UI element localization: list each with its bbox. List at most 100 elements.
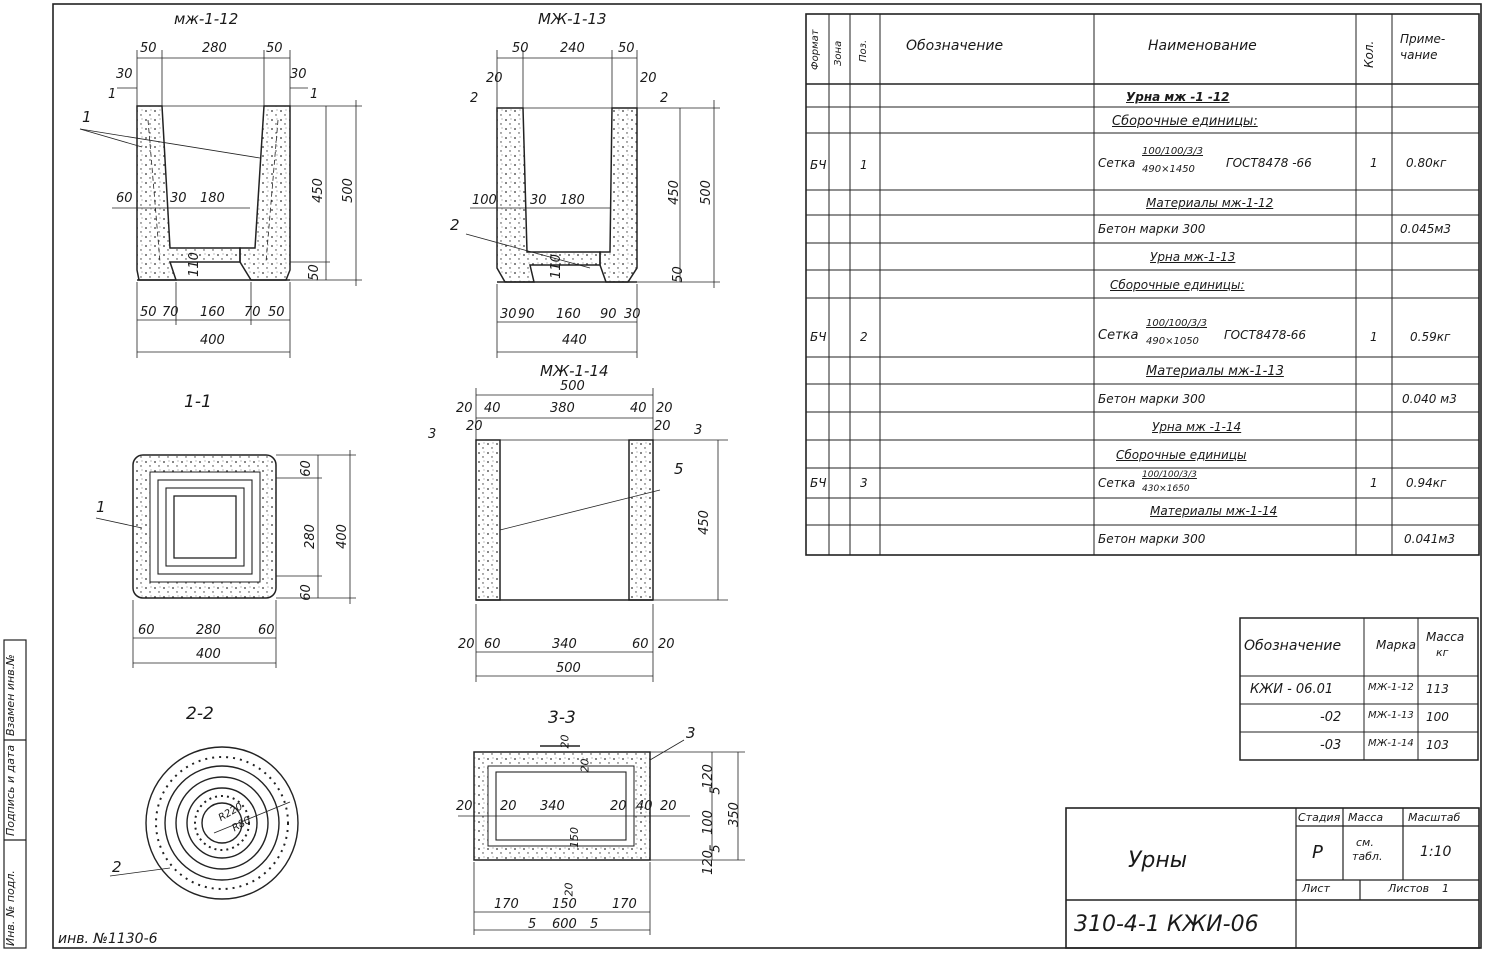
dimension: 340	[552, 637, 577, 652]
dimension: 400	[334, 524, 350, 549]
side-label: Инв. № подл.	[4, 870, 17, 946]
spec-row-note: 0.040 м3	[1402, 392, 1457, 406]
header-designation: Обозначение	[906, 38, 1004, 54]
mass-value-2: табл.	[1352, 850, 1383, 863]
spec-row-note: 0.041м3	[1404, 532, 1456, 546]
dimension: 40	[484, 401, 501, 416]
dimension: 30	[290, 67, 307, 82]
dimension: 160	[556, 307, 581, 322]
stage-value: Р	[1312, 842, 1323, 863]
mini-header-mark: Марка	[1376, 638, 1416, 652]
dimension: 60	[298, 584, 314, 601]
dimension: 20	[466, 419, 483, 434]
sheets-value: 1	[1442, 882, 1449, 895]
dimension: 340	[540, 799, 565, 814]
spec-row-name: Сетка	[1098, 156, 1136, 170]
dimension: 600	[552, 917, 577, 932]
header-note: Приме-чание	[1400, 32, 1446, 62]
spec-row-format: БЧ	[810, 158, 827, 172]
dimension: 500	[698, 180, 714, 205]
dimension: 170	[494, 897, 519, 912]
title-block: Урны Стадия Масса Масштаб Р см. табл. 1:…	[1066, 808, 1478, 948]
view-title: МЖ-1-13	[538, 10, 607, 28]
dimension: 280	[196, 623, 221, 638]
dimension: 50	[140, 41, 157, 56]
dimension: 5	[708, 844, 724, 853]
dimension: 450	[666, 180, 682, 205]
header-pos: Поз.	[858, 39, 869, 62]
spec-row-qty: 1	[1370, 330, 1378, 344]
dimension: 50	[140, 305, 157, 320]
dimension: 20	[660, 799, 677, 814]
spec-row-frac-bot: 490×1050	[1146, 336, 1199, 347]
mini-header-designation: Обозначение	[1244, 638, 1342, 654]
dimension: 280	[202, 41, 227, 56]
dimension: 180	[200, 191, 225, 206]
dimension: 70	[244, 305, 261, 320]
dimension: 20	[610, 799, 627, 814]
dimension: 30	[116, 67, 133, 82]
dimension: 20	[456, 401, 473, 416]
mini-row-mass: 100	[1426, 710, 1449, 724]
spec-row-name: Сетка	[1098, 328, 1139, 343]
header-zone: Зона	[833, 40, 844, 66]
dimension: 40	[630, 401, 647, 416]
spec-row-note: 0.80кг	[1406, 156, 1447, 170]
section-mark: 3	[428, 427, 437, 442]
mini-row-mass: 103	[1426, 738, 1449, 752]
spec-row-name: Бетон марки 300	[1098, 222, 1206, 236]
dimension: 60	[116, 191, 133, 206]
mini-header-unit: кг	[1436, 646, 1449, 659]
dimension: 20	[486, 71, 503, 86]
dimension: 440	[562, 333, 587, 348]
dimension: 20	[456, 799, 473, 814]
dimension: 450	[310, 178, 326, 203]
inventory-number: инв. №1130-6	[58, 931, 158, 947]
spec-row-note: 0.045м3	[1400, 222, 1452, 236]
dimension: 20	[578, 758, 592, 773]
callout: 2	[450, 216, 460, 234]
dimension: 40	[636, 799, 653, 814]
side-strip: Инв. № подл. Подпись и дата Взамен инв.№	[0, 640, 22, 948]
dimension: 20	[656, 401, 673, 416]
dimension: 70	[162, 305, 179, 320]
mini-row-designation: КЖИ - 06.01	[1250, 682, 1334, 697]
dimension: 170	[612, 897, 637, 912]
mass-header: Масса	[1348, 811, 1384, 824]
dimension: 60	[484, 637, 501, 652]
dimension: 110	[548, 254, 564, 279]
spec-row-name: Бетон марки 300	[1098, 392, 1206, 406]
dimension: 50	[670, 266, 686, 283]
dimension: 180	[560, 193, 585, 208]
spec-row-pos: 3	[860, 476, 868, 490]
spec-row-frac-top: 100/100/3/3	[1146, 318, 1208, 329]
dimension: 20	[558, 734, 572, 749]
specification-table: Формат Зона Поз. Обозначение Наименовани…	[806, 14, 1479, 555]
mini-header-mass: Масса	[1426, 630, 1465, 644]
view-title: МЖ-1-14	[540, 362, 609, 380]
dimension: 240	[560, 41, 585, 56]
dimension: 120	[700, 850, 716, 875]
sheet-header: Лист	[1302, 882, 1330, 895]
dimension: 20	[500, 799, 517, 814]
side-label: Взамен инв.№	[4, 654, 17, 736]
view-section-1-1	[132, 454, 277, 599]
spec-row-frac-bot: 490×1450	[1142, 164, 1195, 175]
dimension: 20	[654, 419, 671, 434]
dimension: 400	[196, 647, 221, 662]
mini-row-mark: МЖ-1-13	[1368, 710, 1414, 721]
spec-row-name: Бетон марки 300	[1098, 532, 1206, 546]
spec-row-frac-bot: 430×1650	[1142, 484, 1190, 494]
dimension: 20	[658, 637, 675, 652]
dimension: 500	[340, 178, 356, 203]
view-mzh-1-14	[475, 439, 654, 601]
spec-row-gost: ГОСТ8478 -66	[1226, 156, 1312, 170]
stage-header: Стадия	[1298, 811, 1341, 824]
dimension: 60	[138, 623, 155, 638]
scale-header: Масштаб	[1408, 811, 1461, 824]
dimension: 50	[268, 305, 285, 320]
section-mark: 3	[694, 423, 703, 438]
dimension: 350	[726, 802, 742, 827]
marks-table: Обозначение Марка Масса кг КЖИ - 06.01 М…	[1240, 618, 1478, 760]
